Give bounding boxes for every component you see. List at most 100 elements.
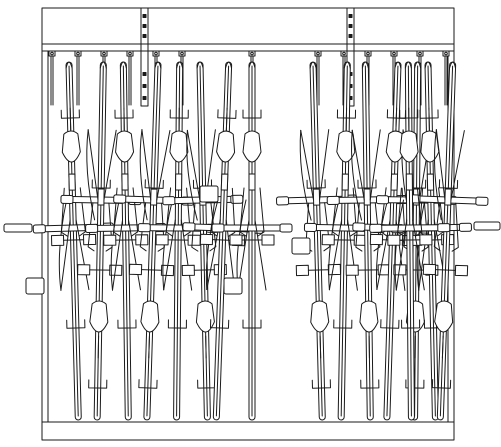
pedal-left: [230, 235, 242, 245]
pedal-left: [388, 235, 400, 245]
hanger-hook: [49, 51, 55, 105]
hanger-hook: [443, 51, 449, 105]
brake-caliper: [92, 180, 110, 188]
stem: [342, 174, 348, 190]
grip-left: [163, 197, 175, 205]
stem: [445, 189, 452, 205]
wheel-hook: [405, 62, 411, 68]
pedal-right: [455, 265, 467, 275]
brake-caliper: [115, 110, 133, 118]
grip-left: [370, 224, 382, 232]
pedal-left: [51, 235, 63, 245]
stays: [59, 220, 89, 291]
saddle: [170, 131, 188, 162]
handlebar: [380, 225, 440, 232]
brake-caliper: [168, 320, 186, 328]
pedal-block: [224, 278, 242, 294]
seat-post: [70, 108, 71, 130]
bike: [325, 61, 410, 420]
strap-bolt: [349, 35, 352, 38]
pedal-block: [474, 222, 500, 230]
brake-caliper: [337, 110, 355, 118]
wheel-hook: [395, 62, 401, 68]
pedal-left: [423, 264, 435, 274]
pedal-left: [370, 234, 382, 244]
saddle: [196, 301, 215, 332]
stem: [364, 189, 370, 205]
crank-axle: [308, 270, 328, 271]
saddle: [243, 131, 261, 162]
stem: [427, 174, 433, 190]
bike: [83, 61, 168, 420]
handlebar: [222, 225, 282, 231]
wheel-hook: [120, 62, 126, 68]
wheel-hook: [450, 62, 456, 68]
grip-right: [280, 224, 292, 232]
strap-bolt: [143, 85, 146, 88]
chainstay: [416, 200, 427, 290]
wheel-hook: [66, 62, 72, 68]
seat-post: [149, 336, 150, 358]
stem: [391, 174, 397, 190]
saddle: [90, 301, 109, 332]
bike: [301, 61, 387, 420]
grip-left: [304, 223, 316, 231]
wheel-hook: [344, 62, 350, 68]
pedal-right: [328, 264, 340, 274]
hanger-hook: [75, 51, 81, 105]
strap-bolt: [143, 73, 146, 76]
rack-outline: [42, 8, 454, 440]
saddle: [360, 301, 378, 332]
stem: [406, 174, 412, 190]
right-strap: [347, 8, 354, 106]
chainstay: [186, 130, 197, 220]
brake-caliper: [243, 110, 261, 118]
grip-left: [212, 224, 224, 232]
chainstay: [58, 200, 69, 290]
stays: [164, 220, 193, 290]
stem: [151, 189, 157, 205]
strap-bolt: [143, 15, 146, 18]
saddle: [141, 301, 160, 333]
pedal-block: [200, 186, 218, 202]
brake-caliper: [170, 110, 188, 118]
pedal-left: [346, 265, 358, 275]
grip-left: [138, 224, 150, 232]
stem: [122, 174, 128, 190]
crank-axle: [213, 240, 233, 241]
pedal-left: [200, 234, 212, 244]
strap-bolt: [143, 25, 146, 28]
brake-caliper: [400, 110, 418, 118]
pedal-left: [296, 265, 308, 275]
pedal-block: [292, 238, 310, 254]
brake-caliper: [420, 110, 438, 118]
strap-bolt: [349, 15, 352, 18]
pedal-left: [156, 235, 168, 245]
brake-caliper: [218, 110, 236, 119]
chainstay: [376, 200, 388, 290]
brake-caliper: [118, 320, 136, 328]
grip-left: [183, 223, 195, 231]
bikes: [4, 61, 500, 422]
saddle: [434, 301, 453, 333]
brake-caliper: [312, 380, 330, 388]
chainstay: [395, 200, 405, 290]
grip-right: [459, 223, 471, 231]
stays: [112, 220, 141, 290]
grip-left: [114, 195, 126, 203]
pedal-left: [182, 265, 194, 275]
wheel-hook: [425, 62, 431, 68]
grip-right: [476, 197, 488, 205]
pedal-right: [262, 235, 274, 245]
brake-caliper: [139, 380, 157, 389]
wheel-hook: [226, 62, 232, 68]
hanger-hook: [127, 51, 133, 105]
pedal-left: [322, 235, 334, 245]
wheel-hook: [415, 62, 421, 68]
chainstay: [300, 130, 311, 220]
bracket-straps: [141, 8, 354, 106]
saddle: [400, 131, 418, 162]
seat-post: [396, 108, 397, 130]
saddle: [62, 131, 81, 162]
